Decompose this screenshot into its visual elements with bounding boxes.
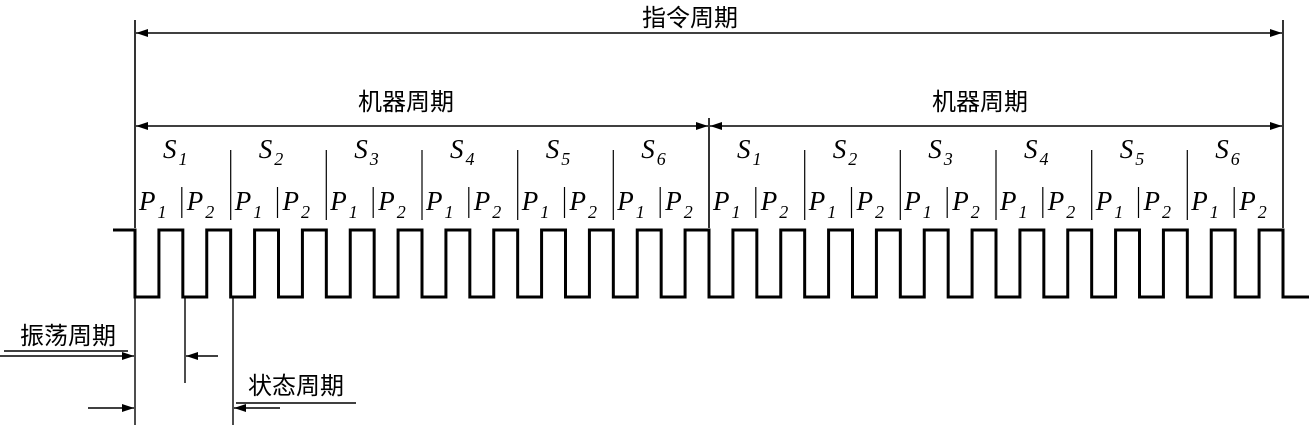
machine-cycle-1-label: 机器周期 xyxy=(358,88,454,116)
clock-waveform xyxy=(113,228,1309,299)
instruction-cycle-span: 指令周期 xyxy=(134,4,1284,228)
oscillation-cycle-annotation: 振荡周期 xyxy=(0,298,218,425)
instruction-cycle-label: 指令周期 xyxy=(642,4,738,32)
state-cycle-annotation: 状态周期 xyxy=(88,298,356,425)
state-cycle-label: 状态周期 xyxy=(248,372,344,400)
machine-cycle-2-label: 机器周期 xyxy=(932,88,1028,116)
state-dividers xyxy=(181,150,1235,220)
machine-cycle-group: 机器周期 机器周期 xyxy=(136,88,1282,228)
oscillation-cycle-label: 振荡周期 xyxy=(20,322,116,350)
